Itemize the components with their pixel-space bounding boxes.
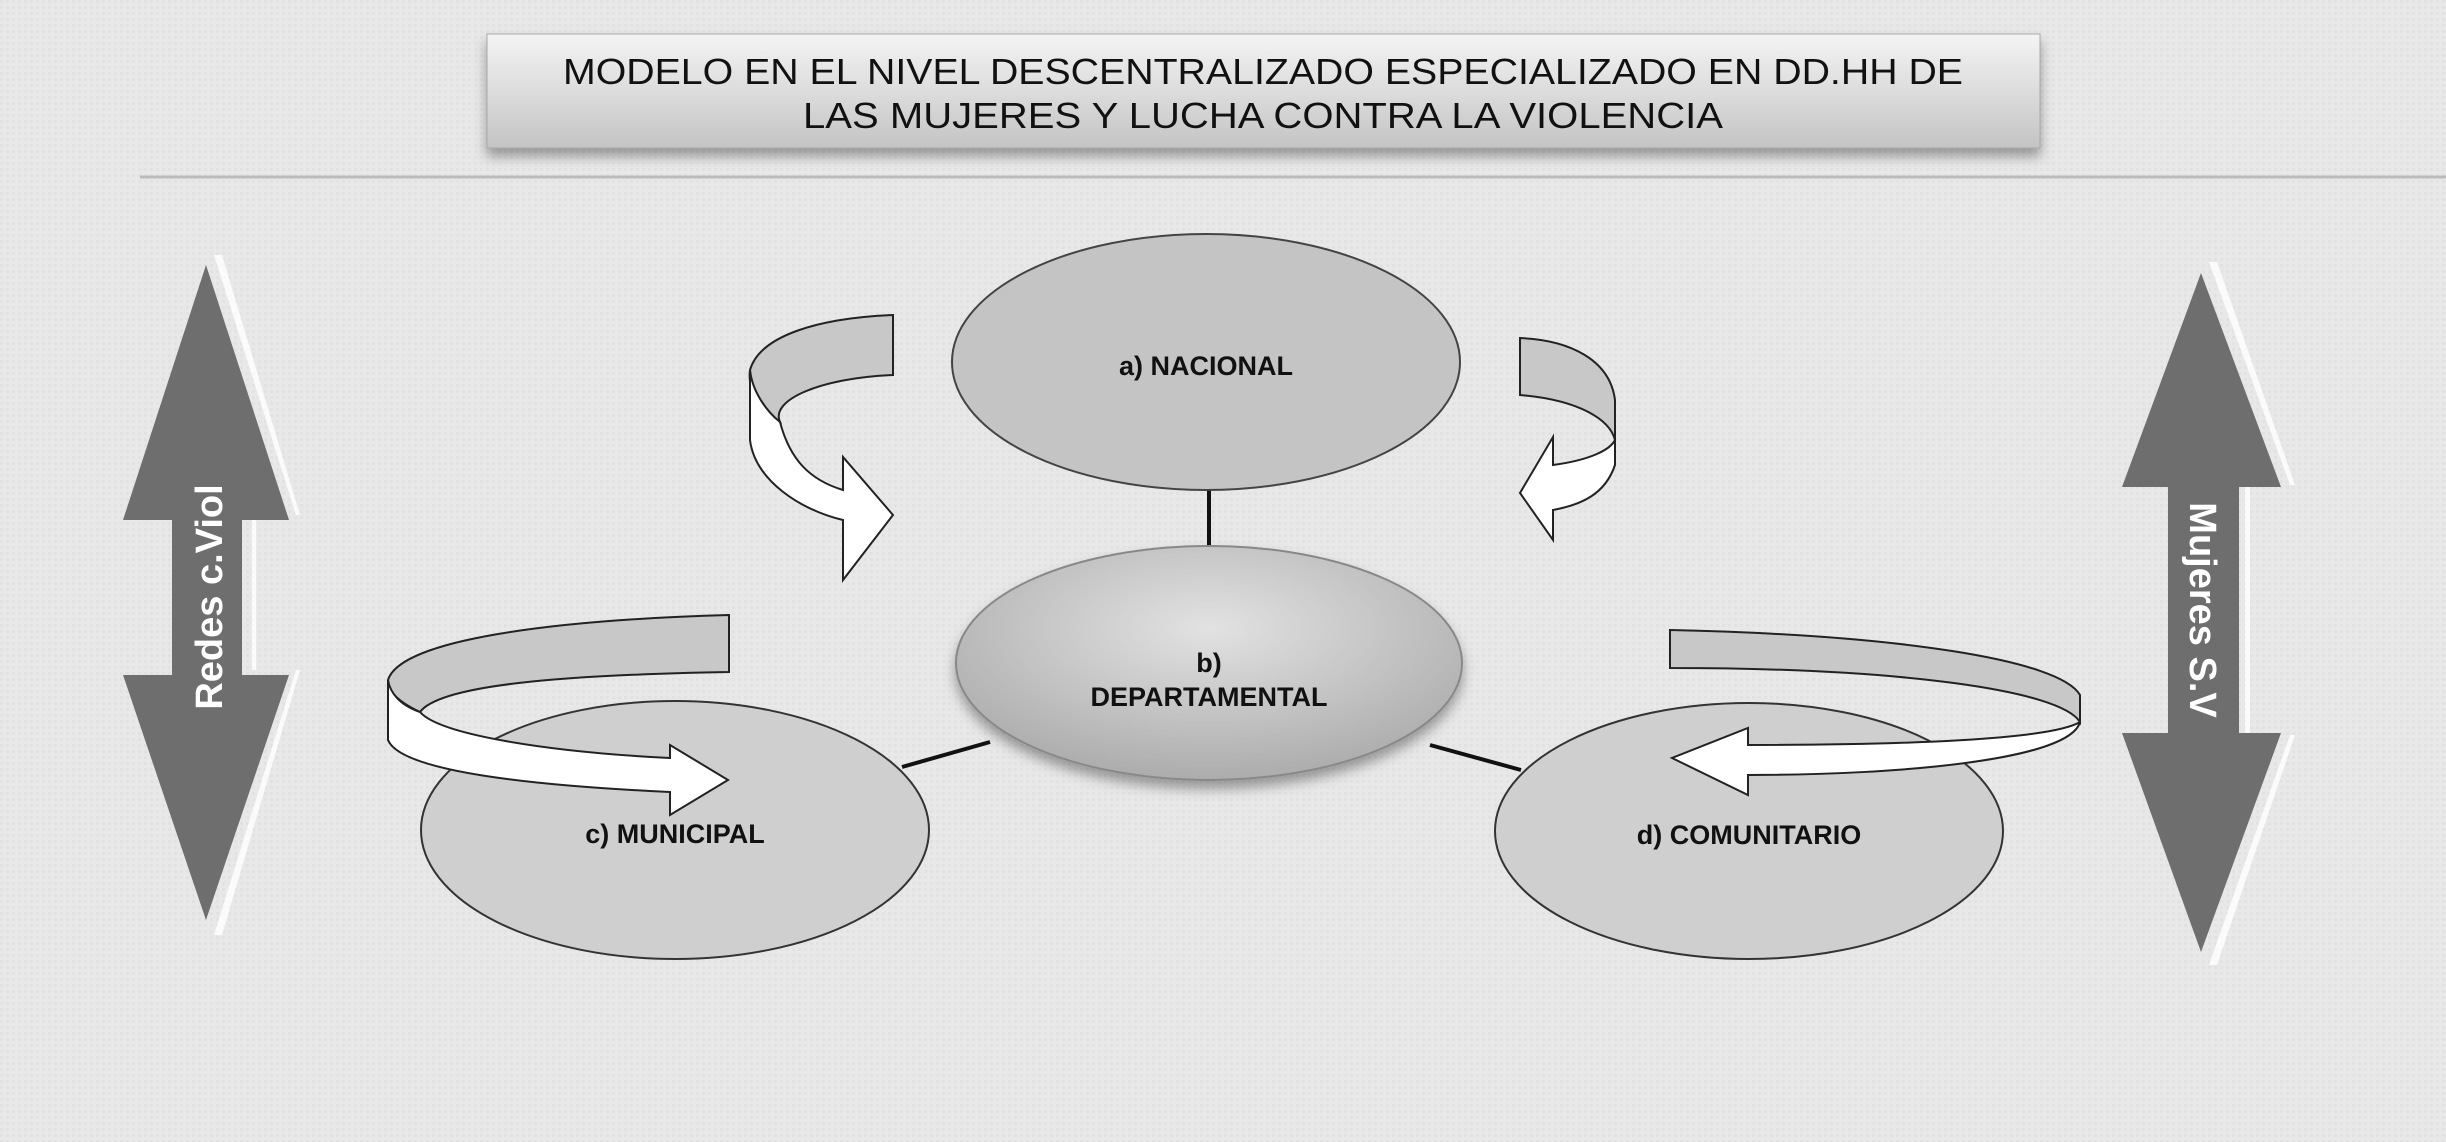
title-line-1: MODELO EN EL NIVEL DESCENTRALIZADO ESPEC… xyxy=(563,51,1963,92)
left-double-arrow: Redes c.Viol xyxy=(123,255,300,935)
right-double-arrow: Mujeres S.V xyxy=(2122,262,2295,965)
left-arrow-label: Redes c.Viol xyxy=(189,484,231,709)
title-box: MODELO EN EL NIVEL DESCENTRALIZADO ESPEC… xyxy=(486,33,2041,149)
municipal-label: c) MUNICIPAL xyxy=(585,819,765,849)
right-arrow-label: Mujeres S.V xyxy=(2181,502,2223,718)
curved-arrow-comunitario xyxy=(1669,628,2081,797)
node-nacional: a) NACIONAL xyxy=(951,233,1461,491)
connector-lines xyxy=(901,488,1522,772)
nacional-label: a) NACIONAL xyxy=(1119,351,1293,381)
title-line-2: LAS MUJERES Y LUCHA CONTRA LA VIOLENCIA xyxy=(803,95,1723,136)
departamental-label-2: DEPARTAMENTAL xyxy=(1091,682,1328,712)
node-departamental: b) DEPARTAMENTAL xyxy=(955,545,1463,781)
curved-arrow-top-left xyxy=(748,313,895,583)
comunitario-label: d) COMUNITARIO xyxy=(1637,820,1861,850)
departamental-label-1: b) xyxy=(1196,648,1221,678)
curved-arrow-municipal xyxy=(386,613,730,817)
curved-arrow-top-right xyxy=(1518,336,1616,544)
